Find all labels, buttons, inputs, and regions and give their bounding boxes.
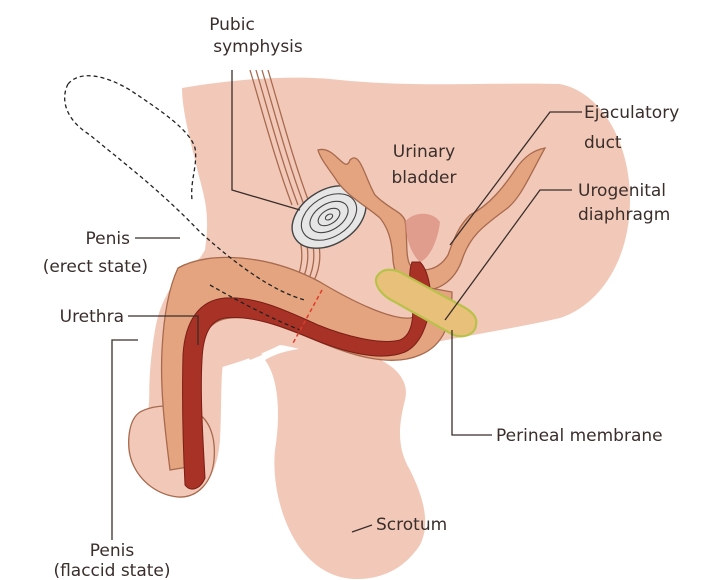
label-scrotum: Scrotum — [376, 515, 447, 535]
label-urinary-bladder-1: Urinary — [393, 142, 455, 162]
label-urethra: Urethra — [60, 307, 124, 327]
scrotum-shape — [265, 347, 425, 579]
label-urogenital-diaphragm-1: Urogenital — [578, 181, 666, 201]
label-penis-flaccid-2: (flaccid state) — [53, 561, 170, 580]
label-ejaculatory-duct-2: duct — [584, 133, 622, 153]
label-pubic-symphysis-2: symphysis — [213, 37, 303, 57]
label-perineal-membrane: Perineal membrane — [496, 426, 663, 446]
label-ejaculatory-duct-1: Ejaculatory — [584, 103, 679, 123]
label-urogenital-diaphragm-2: diaphragm — [578, 205, 670, 225]
penis-erect-outline-top — [68, 76, 196, 200]
label-pubic-symphysis-1: Pubic — [209, 15, 255, 35]
label-urinary-bladder-2: bladder — [392, 168, 457, 188]
label-penis-flaccid-1: Penis — [90, 541, 135, 561]
label-penis-erect-2: (erect state) — [43, 257, 148, 277]
label-penis-erect-1: Penis — [86, 229, 131, 249]
